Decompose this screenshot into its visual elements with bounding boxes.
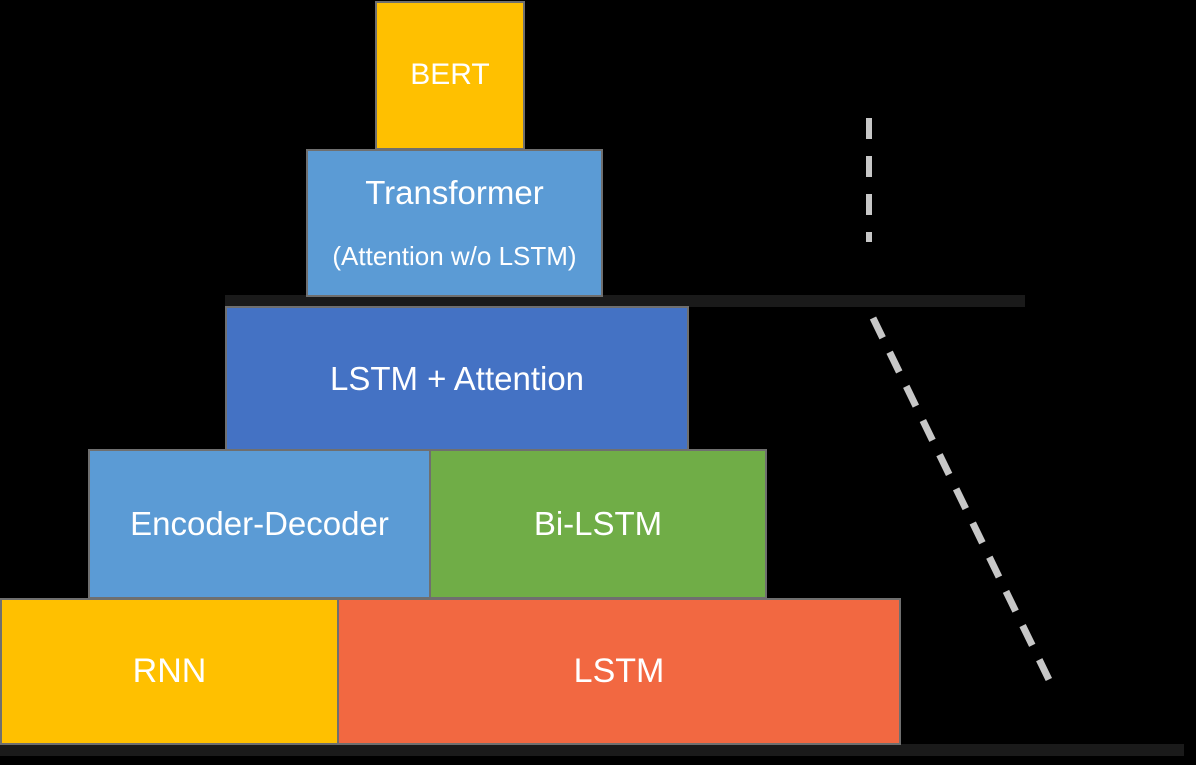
box-bi-lstm-label: Bi-LSTM (533, 505, 663, 543)
box-transformer-sublabel: (Attention w/o LSTM) (332, 241, 577, 272)
box-lstm-label: LSTM (573, 651, 665, 690)
divider-bar-top (225, 295, 1025, 307)
box-transformer-label: Transformer (365, 174, 544, 212)
box-encoder-decoder: Encoder-Decoder (88, 449, 431, 599)
box-encoder-decoder-label: Encoder-Decoder (130, 505, 389, 543)
box-bert-label: BERT (410, 58, 490, 92)
box-lstm-attention: LSTM + Attention (225, 306, 689, 451)
box-rnn-label: RNN (132, 651, 207, 690)
box-lstm-attention-label: LSTM + Attention (329, 359, 585, 397)
box-transformer: Transformer (Attention w/o LSTM) (306, 149, 603, 297)
divider-bar-bottom (0, 744, 1184, 756)
box-bert: BERT (375, 1, 525, 150)
box-bi-lstm: Bi-LSTM (429, 449, 767, 599)
box-rnn: RNN (0, 598, 339, 745)
box-lstm: LSTM (337, 598, 901, 745)
